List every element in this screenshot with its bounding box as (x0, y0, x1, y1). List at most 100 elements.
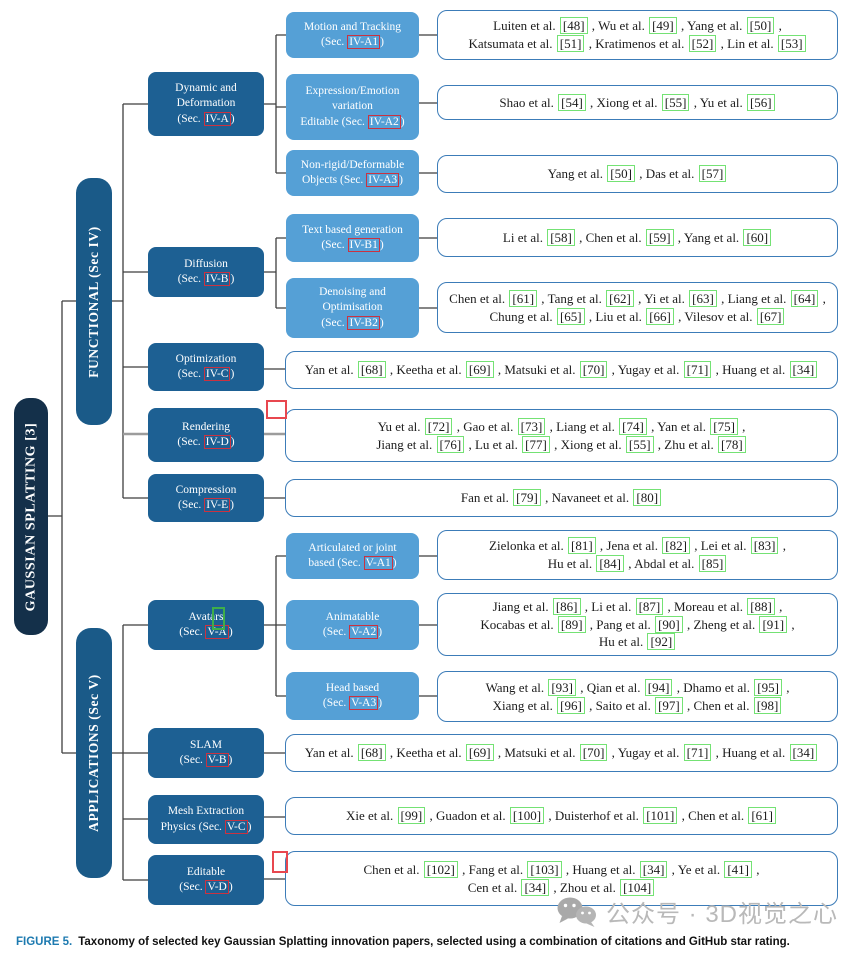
citation-link[interactable]: [103] (527, 860, 562, 878)
citation-link[interactable]: [52] (688, 35, 717, 52)
citation-link[interactable]: [94] (644, 678, 673, 696)
citation-link[interactable]: [49] (649, 17, 677, 35)
section-applications-label: APPLICATIONS (Sec V) (86, 674, 102, 832)
section-link[interactable]: V-A3 (349, 696, 379, 710)
citation-link[interactable]: [60] (743, 228, 772, 246)
citation-link[interactable]: [99] (397, 807, 426, 825)
citation-link[interactable]: [88] (747, 597, 775, 615)
citation-link[interactable]: [71] (683, 361, 712, 379)
node-avatars: Avatars(Sec. V-A) (148, 600, 264, 650)
citation-link[interactable]: [87] (635, 597, 664, 615)
figure-caption-tag: FIGURE 5. (16, 936, 73, 948)
citation-link[interactable]: [74] (619, 417, 647, 435)
citation-link[interactable]: [72] (424, 417, 453, 435)
section-link[interactable]: IV-A1 (347, 35, 381, 49)
citation-link[interactable]: [101] (643, 807, 678, 825)
citation-link[interactable]: [82] (662, 537, 690, 555)
citation-link[interactable]: [75] (710, 417, 738, 435)
citation-box-mesh-extraction: Xie et al. [99] , Guadon et al. [100] , … (285, 797, 838, 835)
citation-link[interactable]: [65] (556, 307, 585, 325)
citation-link[interactable]: [86] (552, 597, 581, 615)
citation-link[interactable]: [67] (756, 307, 785, 325)
citation-link[interactable]: [59] (645, 228, 674, 246)
citation-link[interactable]: [50] (607, 165, 635, 183)
node-head-based: Head based(Sec. V-A3) (286, 672, 419, 720)
section-link[interactable]: IV-A2 (367, 114, 401, 129)
citation-link[interactable]: [66] (646, 307, 674, 325)
citation-link[interactable]: [71] (683, 744, 712, 762)
citation-link[interactable]: [97] (655, 696, 683, 714)
citation-box-denoising-optimisation: Chen et al. [61] , Tang et al. [62] , Yi… (437, 282, 838, 333)
section-link[interactable]: IV-D (203, 435, 231, 449)
citation-link[interactable]: [63] (689, 289, 717, 307)
node-animatable: Animatable(Sec. V-A2) (286, 600, 419, 650)
section-link[interactable]: IV-E (204, 498, 231, 512)
section-link[interactable]: V-D (205, 880, 229, 894)
citation-link[interactable]: [81] (567, 537, 596, 555)
citation-link[interactable]: [58] (547, 228, 575, 246)
citation-link[interactable]: [56] (746, 93, 775, 111)
citation-link[interactable]: [62] (606, 289, 634, 307)
citation-link[interactable]: [95] (754, 678, 782, 696)
citation-link[interactable]: [84] (596, 555, 625, 572)
citation-link[interactable]: [34] (789, 744, 818, 762)
citation-link[interactable]: [83] (750, 537, 779, 555)
citation-link[interactable]: [73] (517, 417, 546, 435)
citation-link[interactable]: [80] (633, 489, 662, 507)
citation-link[interactable]: [76] (436, 435, 465, 453)
citation-link[interactable]: [85] (698, 555, 727, 572)
citation-link[interactable]: [102] (423, 860, 458, 878)
citation-link[interactable]: [64] (790, 289, 819, 307)
section-link[interactable]: V-A2 (349, 625, 379, 639)
citation-link[interactable]: [34] (789, 361, 818, 379)
citation-link[interactable]: [54] (558, 93, 586, 111)
node-compression: Compression(Sec. IV-E) (148, 474, 264, 522)
section-link[interactable]: V-A1 (363, 556, 393, 570)
section-functional-label: FUNCTIONAL (Sec IV) (86, 225, 101, 378)
citation-link[interactable]: [70] (579, 744, 608, 762)
section-link[interactable]: IV-C (203, 367, 231, 381)
citation-link[interactable]: [78] (718, 435, 746, 453)
citation-link[interactable]: [93] (548, 678, 576, 696)
citation-link[interactable]: [77] (522, 435, 550, 453)
citation-box-text-based-generation: Li et al. [58] , Chen et al. [59] , Yang… (437, 218, 838, 257)
citation-link[interactable]: [104] (620, 878, 655, 896)
citation-link[interactable]: [53] (777, 35, 806, 52)
citation-link[interactable]: [79] (513, 489, 541, 507)
citation-link[interactable]: [92] (647, 633, 676, 651)
citation-link[interactable]: [34] (639, 860, 668, 878)
section-link[interactable]: IV-B1 (347, 238, 380, 252)
citation-link[interactable]: [61] (509, 289, 538, 307)
citation-link[interactable]: [57] (698, 165, 727, 183)
section-link[interactable]: V-B (205, 753, 229, 767)
section-link[interactable]: IV-B (203, 272, 231, 286)
citation-link[interactable]: [69] (465, 744, 494, 762)
citation-link[interactable]: [48] (559, 17, 588, 35)
section-link[interactable]: V-C (224, 819, 248, 834)
citation-link[interactable]: [89] (557, 615, 586, 633)
root-node-label: GAUSSIAN SPLATTING [3] (23, 422, 38, 611)
section-link[interactable]: IV-A (203, 111, 231, 126)
citation-link[interactable]: [55] (625, 435, 654, 453)
citation-link[interactable]: [55] (661, 93, 690, 111)
green-annotation-artifact (212, 607, 225, 630)
citation-link[interactable]: [34] (521, 878, 550, 896)
citation-link[interactable]: [100] (509, 807, 545, 825)
citation-link[interactable]: [41] (724, 860, 752, 878)
citation-link[interactable]: [51] (556, 35, 585, 52)
citation-link[interactable]: [70] (579, 361, 608, 379)
citation-link[interactable]: [69] (465, 361, 494, 379)
citation-link[interactable]: [68] (357, 361, 386, 379)
section-link[interactable]: IV-B2 (347, 315, 380, 330)
citation-link[interactable]: [90] (655, 615, 683, 633)
citation-link[interactable]: [50] (746, 17, 775, 35)
citation-link[interactable]: [61] (748, 807, 776, 825)
citation-link[interactable]: [98] (753, 696, 782, 714)
citation-link[interactable]: [68] (357, 744, 386, 762)
section-link[interactable]: IV-A3 (366, 173, 400, 187)
citation-link[interactable]: [96] (557, 696, 585, 714)
citation-link[interactable]: [91] (759, 615, 788, 633)
citation-box-compression: Fan et al. [79] , Navaneet et al. [80] (285, 479, 838, 517)
